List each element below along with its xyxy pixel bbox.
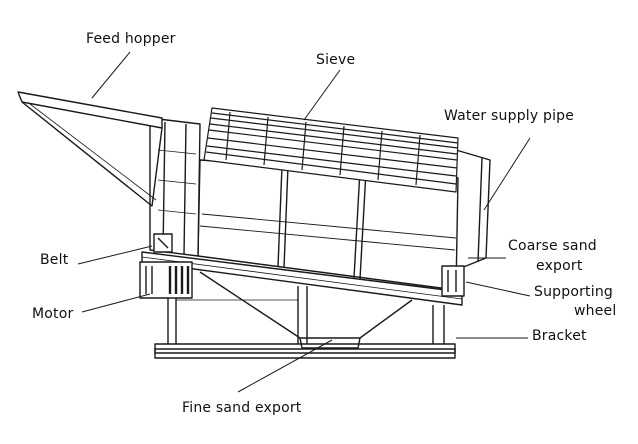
drum-body — [141, 149, 491, 306]
feed-hopper — [17, 91, 163, 207]
label-fine-sand-export: Fine sand export — [182, 400, 302, 416]
label-coarse-sand-export-line2: export — [536, 258, 583, 274]
bracket-frame — [154, 286, 456, 359]
label-motor: Motor — [32, 306, 74, 322]
label-feed-hopper: Feed hopper — [86, 31, 176, 47]
fine-sand-hopper — [199, 271, 413, 349]
label-sieve: Sieve — [316, 52, 356, 68]
label-water-supply-pipe: Water supply pipe — [444, 108, 575, 124]
leader-lines — [77, 51, 531, 393]
label-supporting-wheel-line2: wheel — [574, 303, 617, 319]
label-coarse-sand-export-line1: Coarse sand — [508, 238, 597, 254]
sieve — [203, 107, 459, 193]
label-bracket: Bracket — [532, 328, 587, 344]
left-housing — [149, 117, 201, 257]
label-belt: Belt — [40, 252, 69, 268]
label-supporting-wheel-line1: Supporting — [534, 284, 613, 300]
belt-pulley — [153, 233, 173, 253]
supporting-wheel — [441, 265, 465, 297]
motor — [139, 261, 193, 299]
